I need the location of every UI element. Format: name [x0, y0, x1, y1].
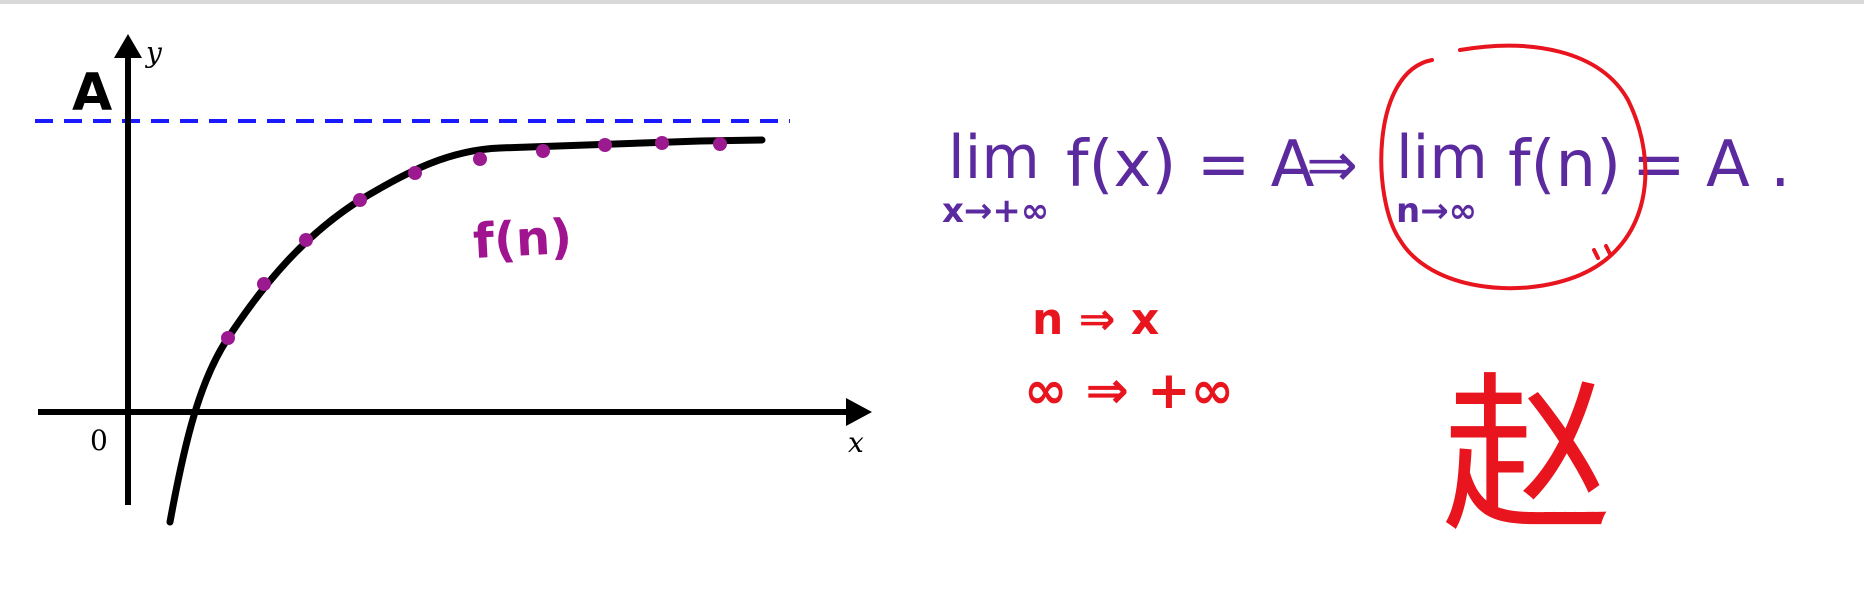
lim-subscript: x→+∞: [942, 191, 1049, 231]
lim-subscript: n→∞: [1396, 191, 1477, 231]
limit-equation-x: lim x→+∞ f(x) = A: [942, 123, 1315, 231]
sample-point: [713, 137, 727, 151]
implies-arrow: ⇒: [1306, 128, 1358, 201]
sample-point: [473, 152, 487, 166]
sample-point: [655, 136, 669, 150]
top-toolbar-strip: [0, 0, 1864, 4]
sample-point: [536, 144, 550, 158]
limit-graph: y x 0 A f(n): [35, 34, 872, 526]
equals-a-tail: = A .: [1632, 128, 1790, 202]
sample-point: [299, 233, 313, 247]
substitution-inf-to-plus-inf: ∞ ⇒ +∞: [1024, 361, 1234, 421]
fn-expression: f(n): [1508, 128, 1621, 202]
x-axis-label: x: [848, 426, 864, 459]
lim-word: lim: [1396, 123, 1488, 193]
sample-point: [408, 166, 422, 180]
fx-expression: f(x) = A: [1066, 128, 1315, 202]
highlight-circle: [1379, 43, 1648, 291]
tick-mark: [1592, 244, 1612, 260]
origin-label: 0: [90, 424, 108, 457]
sample-point: [598, 138, 612, 152]
handwritten-character: 赵: [1442, 358, 1612, 556]
lim-word: lim: [948, 123, 1040, 193]
function-curve: [166, 136, 766, 526]
red-annotations: n ⇒ x ∞ ⇒ +∞ 赵: [1024, 43, 1648, 556]
sample-points: [221, 136, 727, 345]
sample-point: [221, 331, 235, 345]
sample-point: [353, 193, 367, 207]
y-axis-arrowhead: [114, 34, 142, 58]
asymptote-label: A: [72, 63, 112, 123]
x-axis-arrowhead: [846, 398, 872, 426]
sample-point: [257, 277, 271, 291]
y-axis-label: y: [144, 36, 163, 69]
substitution-n-to-x: n ⇒ x: [1032, 294, 1159, 345]
curve-label: f(n): [472, 209, 574, 270]
limit-equation-n: lim n→∞ f(n) = A .: [1396, 123, 1790, 231]
